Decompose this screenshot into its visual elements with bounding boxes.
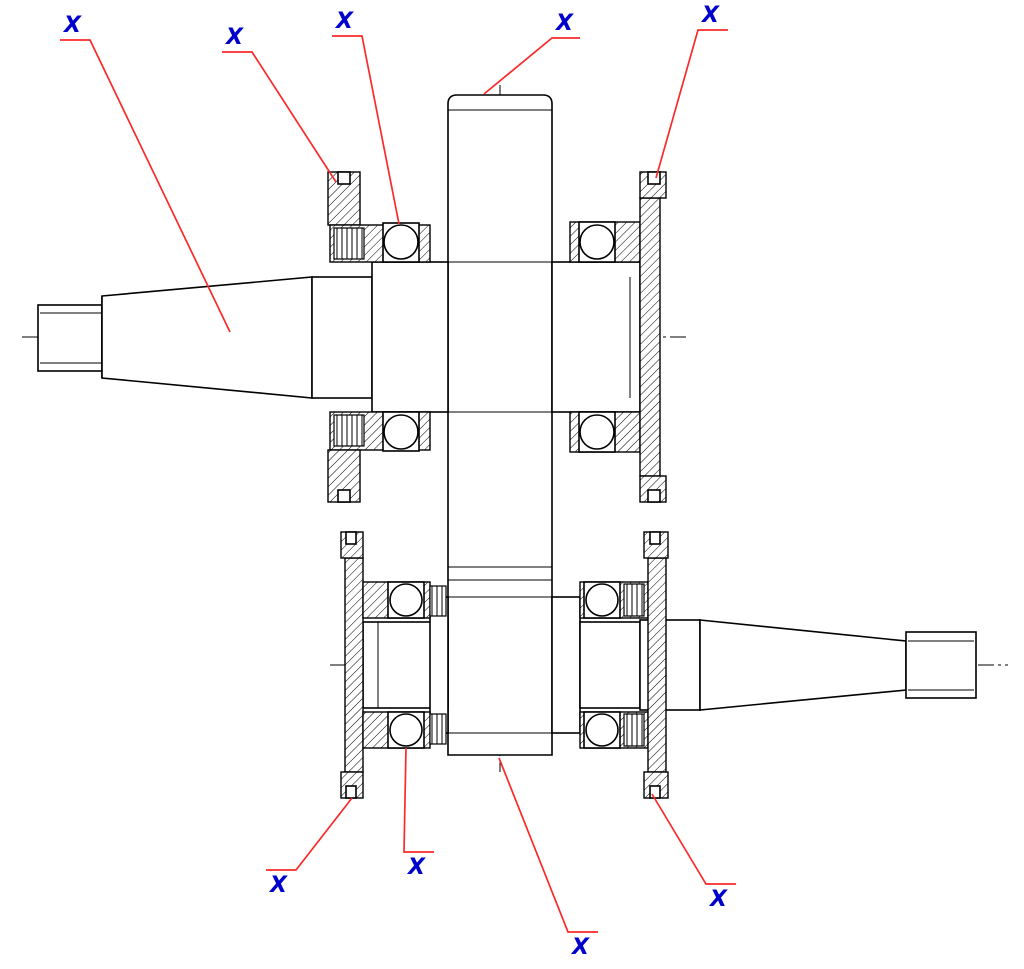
callout-label: X — [268, 873, 288, 898]
flange-tab — [327, 171, 361, 226]
callout-9: X — [651, 793, 736, 912]
callout-4: X — [483, 11, 580, 95]
upper-shaft-taper — [101, 276, 313, 399]
labyrinth-seal — [623, 713, 645, 747]
callout-2: X — [222, 25, 337, 183]
ball-bearing — [389, 583, 423, 617]
lower-shaft-mid-section — [579, 621, 641, 709]
callout-label: X — [334, 9, 354, 34]
flange-plate — [639, 197, 661, 477]
ball-bearing — [389, 713, 423, 747]
callout-7: X — [403, 747, 434, 880]
flange-plate — [647, 557, 667, 773]
ball-bearing — [585, 583, 619, 617]
labyrinth-seal — [623, 583, 645, 617]
leader-line — [222, 51, 337, 183]
leader-line — [60, 39, 231, 333]
upper-shaft-threaded-end — [37, 304, 103, 372]
column-outline — [447, 94, 553, 756]
leader-line — [332, 35, 400, 225]
upper-shaft-right-hub — [551, 261, 641, 413]
callout-label: X — [700, 3, 720, 28]
bolt-notch — [337, 171, 351, 185]
callout-label: X — [62, 13, 82, 38]
callout-3: X — [332, 9, 400, 225]
lower-shaft-taper — [699, 619, 907, 711]
leader-line — [403, 747, 434, 853]
callout-6: X — [266, 797, 353, 898]
lower-left-bearing-unit — [340, 531, 447, 799]
labyrinth-seal — [333, 414, 365, 447]
bolt-notch — [345, 785, 357, 799]
callout-label: X — [224, 25, 244, 50]
labyrinth-seal — [333, 227, 365, 260]
leader-line — [498, 757, 598, 933]
bolt-notch — [647, 171, 661, 185]
labyrinth-seal — [429, 713, 447, 745]
leader-line — [655, 29, 728, 179]
ball-bearing — [585, 713, 619, 747]
bolt-notch — [649, 531, 661, 545]
callout-8: X — [498, 757, 598, 960]
upper-shaft-journal — [311, 276, 373, 399]
upper-shaft — [37, 261, 641, 413]
callout-label: X — [570, 935, 590, 960]
upper-right-bearing-unit — [569, 171, 667, 503]
bolt-notch — [345, 531, 357, 545]
central-gear-column — [447, 94, 553, 756]
lower-right-bearing-unit — [579, 531, 669, 799]
callout-label: X — [554, 11, 574, 36]
callouts: X X X X X X X X — [60, 3, 736, 960]
leader-line — [651, 793, 736, 885]
leader-line — [266, 797, 353, 871]
lower-shaft-left-hub — [429, 596, 449, 734]
lower-shaft-right-hub — [551, 596, 581, 734]
ball-bearing — [579, 414, 615, 450]
lower-shaft-threaded-end — [905, 631, 977, 699]
leader-line — [483, 37, 580, 95]
callout-label: X — [708, 887, 728, 912]
callout-1: X — [60, 13, 231, 333]
bolt-notch — [649, 785, 661, 799]
upper-shaft-left-hub — [371, 261, 449, 413]
labyrinth-seal — [429, 585, 447, 617]
bolt-notch — [647, 489, 661, 503]
ball-bearing — [579, 224, 615, 260]
flange-plate — [344, 557, 364, 773]
callout-label: X — [406, 855, 426, 880]
callout-5: X — [655, 3, 728, 179]
upper-left-bearing-unit — [327, 171, 431, 503]
ball-bearing — [383, 414, 419, 450]
ball-bearing — [383, 224, 419, 260]
bolt-notch — [337, 489, 351, 503]
